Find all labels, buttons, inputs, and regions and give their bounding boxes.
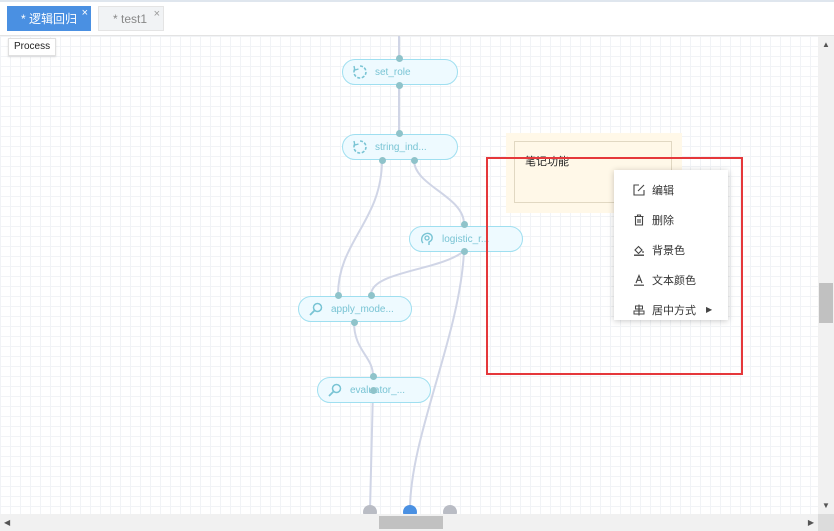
submenu-arrow-icon: ▶ bbox=[706, 305, 713, 314]
trash-icon bbox=[633, 214, 645, 226]
input-port[interactable] bbox=[461, 221, 468, 228]
menu-item-label: 居中方式 bbox=[652, 305, 696, 317]
node-apply-model[interactable]: apply_mode... bbox=[298, 296, 412, 322]
input-port[interactable] bbox=[368, 292, 375, 299]
node-label: string_ind... bbox=[375, 141, 427, 153]
edge-logistic-apply bbox=[370, 250, 465, 296]
note-text: 笔记功能 bbox=[525, 156, 569, 168]
edge-logistic-out bbox=[409, 250, 465, 511]
node-label: set_role bbox=[375, 66, 411, 78]
edge-apply-evaluator bbox=[353, 321, 374, 377]
node-label: evaluator_... bbox=[350, 384, 406, 396]
node-set-role[interactable]: set_role bbox=[342, 59, 458, 85]
tab-label: * test1 bbox=[113, 11, 148, 26]
tab-test1[interactable]: * test1 × bbox=[98, 6, 164, 31]
output-port[interactable] bbox=[370, 387, 377, 394]
process-output-port[interactable] bbox=[443, 505, 457, 514]
scrollbar-corner bbox=[818, 514, 834, 531]
align-center-icon bbox=[633, 304, 645, 316]
scroll-up-icon[interactable]: ▲ bbox=[822, 40, 830, 49]
magnifier-icon bbox=[308, 301, 324, 317]
input-port[interactable] bbox=[396, 130, 403, 137]
edge-evaluator-out bbox=[369, 389, 374, 511]
menu-item-label: 编辑 bbox=[652, 185, 674, 197]
edge-stringind-apply bbox=[337, 159, 383, 296]
vertical-scrollbar[interactable]: ▲ ▼ bbox=[818, 36, 834, 514]
menu-item-background-color[interactable]: 背景色 bbox=[614, 235, 728, 265]
tab-label: * 逻辑回归 bbox=[21, 12, 78, 26]
output-port[interactable] bbox=[461, 248, 468, 255]
output-port[interactable] bbox=[396, 82, 403, 89]
refresh-icon bbox=[352, 139, 368, 155]
connection-lines bbox=[337, 36, 465, 511]
editor-tab-bar: * 逻辑回归 × * test1 × bbox=[0, 0, 834, 36]
menu-item-alignment[interactable]: 居中方式 ▶ bbox=[614, 295, 728, 325]
text-color-icon bbox=[633, 274, 645, 286]
node-label: apply_mode... bbox=[331, 303, 394, 315]
input-port[interactable] bbox=[335, 292, 342, 299]
output-port[interactable] bbox=[379, 157, 386, 164]
node-string-indexer[interactable]: string_ind... bbox=[342, 134, 458, 160]
paint-bucket-icon bbox=[633, 244, 645, 256]
output-port[interactable] bbox=[411, 157, 418, 164]
process-output-port[interactable] bbox=[403, 505, 417, 514]
tab-close-icon[interactable]: × bbox=[81, 7, 88, 19]
process-canvas[interactable]: Process set_role string_ind... bbox=[0, 36, 818, 514]
process-label: Process bbox=[8, 38, 57, 56]
menu-item-label: 删除 bbox=[652, 215, 674, 227]
scroll-left-icon[interactable]: ◀ bbox=[4, 518, 11, 527]
magnifier-icon bbox=[327, 382, 343, 398]
brain-icon bbox=[419, 231, 435, 247]
menu-item-label: 文本颜色 bbox=[652, 275, 696, 287]
refresh-icon bbox=[352, 64, 368, 80]
edit-icon bbox=[633, 184, 645, 196]
menu-item-label: 背景色 bbox=[652, 245, 685, 257]
tab-close-icon[interactable]: × bbox=[153, 8, 160, 20]
output-port[interactable] bbox=[351, 319, 358, 326]
menu-item-delete[interactable]: 删除 bbox=[614, 205, 728, 235]
input-port[interactable] bbox=[396, 55, 403, 62]
context-menu: 编辑 删除 背景色 文本颜色 居中方式 ▶ bbox=[614, 170, 728, 320]
scroll-down-icon[interactable]: ▼ bbox=[822, 501, 830, 510]
tab-logistic-regression[interactable]: * 逻辑回归 × bbox=[7, 6, 91, 31]
horizontal-scroll-thumb[interactable] bbox=[379, 516, 443, 529]
node-label: logistic_r... bbox=[442, 233, 490, 245]
vertical-scroll-thumb[interactable] bbox=[819, 283, 833, 323]
process-output-port[interactable] bbox=[363, 505, 377, 514]
scroll-right-icon[interactable]: ▶ bbox=[807, 518, 814, 527]
edge-stringind-logistic bbox=[413, 159, 465, 225]
input-port[interactable] bbox=[370, 373, 377, 380]
menu-item-text-color[interactable]: 文本颜色 bbox=[614, 265, 728, 295]
menu-item-edit[interactable]: 编辑 bbox=[614, 175, 728, 205]
horizontal-scrollbar[interactable]: ◀ ▶ bbox=[0, 514, 818, 531]
